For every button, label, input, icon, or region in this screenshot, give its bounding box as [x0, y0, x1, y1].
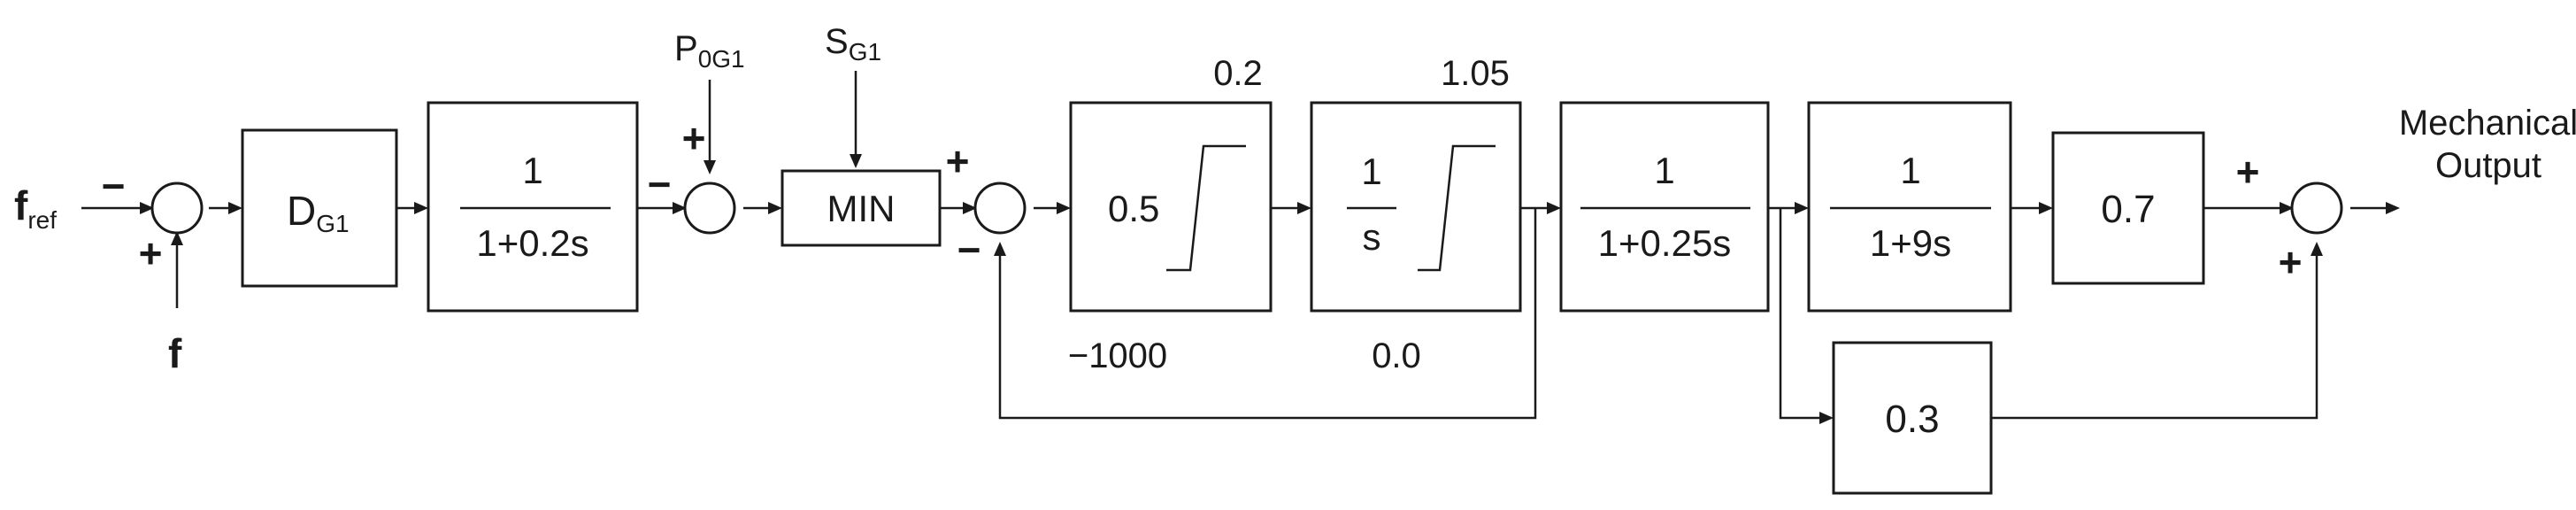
fref-label: fref	[14, 182, 57, 234]
governor-lag-block	[427, 101, 639, 313]
steam-chest-lag-block	[1559, 101, 1770, 313]
reheater-lag-denominator: 1+9s	[1870, 222, 1951, 264]
hp-fraction-gain-block	[1832, 341, 1993, 495]
integrator-block	[1310, 101, 1522, 313]
summing-junction-2	[683, 182, 736, 235]
sign-sum3-input: +	[946, 138, 970, 184]
integrator-numerator: 1	[1361, 151, 1381, 192]
min-label: MIN	[827, 188, 896, 229]
signal-wires	[81, 71, 2389, 420]
lp-fraction-gain: 0.7	[2101, 188, 2155, 231]
saturation-lower-limit: −1000	[1068, 336, 1167, 375]
reheater-lag-numerator: 1	[1900, 150, 1920, 191]
sign-sum4-top: +	[2236, 149, 2260, 195]
sign-sum4-bottom: +	[2279, 239, 2303, 285]
summing-junction-1	[150, 182, 204, 235]
output-label-line1: Mechanical	[2399, 104, 2576, 143]
f-label: f	[168, 330, 182, 376]
steam-chest-lag-denominator: 1+0.25s	[1598, 222, 1732, 264]
sign-feedback: −	[957, 227, 981, 273]
reheater-lag-block	[1807, 101, 2012, 313]
summing-junction-4	[2290, 182, 2343, 235]
sign-sum2-input: −	[648, 161, 672, 207]
governor-lag-denominator: 1+0.2s	[476, 222, 588, 264]
integrator-upper-limit: 1.05	[1441, 54, 1510, 93]
saturation-icon	[1166, 144, 1246, 272]
droop-block	[241, 128, 398, 288]
min-block	[780, 169, 942, 247]
rate-limit-gain: 0.5	[1108, 188, 1159, 229]
sign-fref: −	[102, 163, 126, 209]
output-label-line2: Output	[2435, 146, 2541, 185]
sign-f: +	[139, 230, 163, 276]
integrator-denominator: s	[1363, 216, 1381, 258]
sign-p0g1: +	[682, 115, 706, 161]
saturation-upper-limit: 0.2	[1213, 54, 1263, 93]
limiter-icon	[1418, 144, 1496, 272]
lp-fraction-gain-block	[2051, 131, 2205, 285]
summing-junction-3	[973, 182, 1027, 235]
droop-label: DG1	[287, 188, 350, 237]
rate-limit-gain-block	[1069, 101, 1273, 313]
p0g1-label: P0G1	[674, 29, 745, 73]
integrator-lower-limit: 0.0	[1372, 336, 1421, 375]
arrowheads	[140, 154, 2400, 424]
sg1-label: SG1	[825, 22, 881, 66]
steam-chest-lag-numerator: 1	[1654, 150, 1674, 191]
governor-lag-numerator: 1	[522, 150, 542, 191]
hp-fraction-gain: 0.3	[1885, 398, 1939, 441]
